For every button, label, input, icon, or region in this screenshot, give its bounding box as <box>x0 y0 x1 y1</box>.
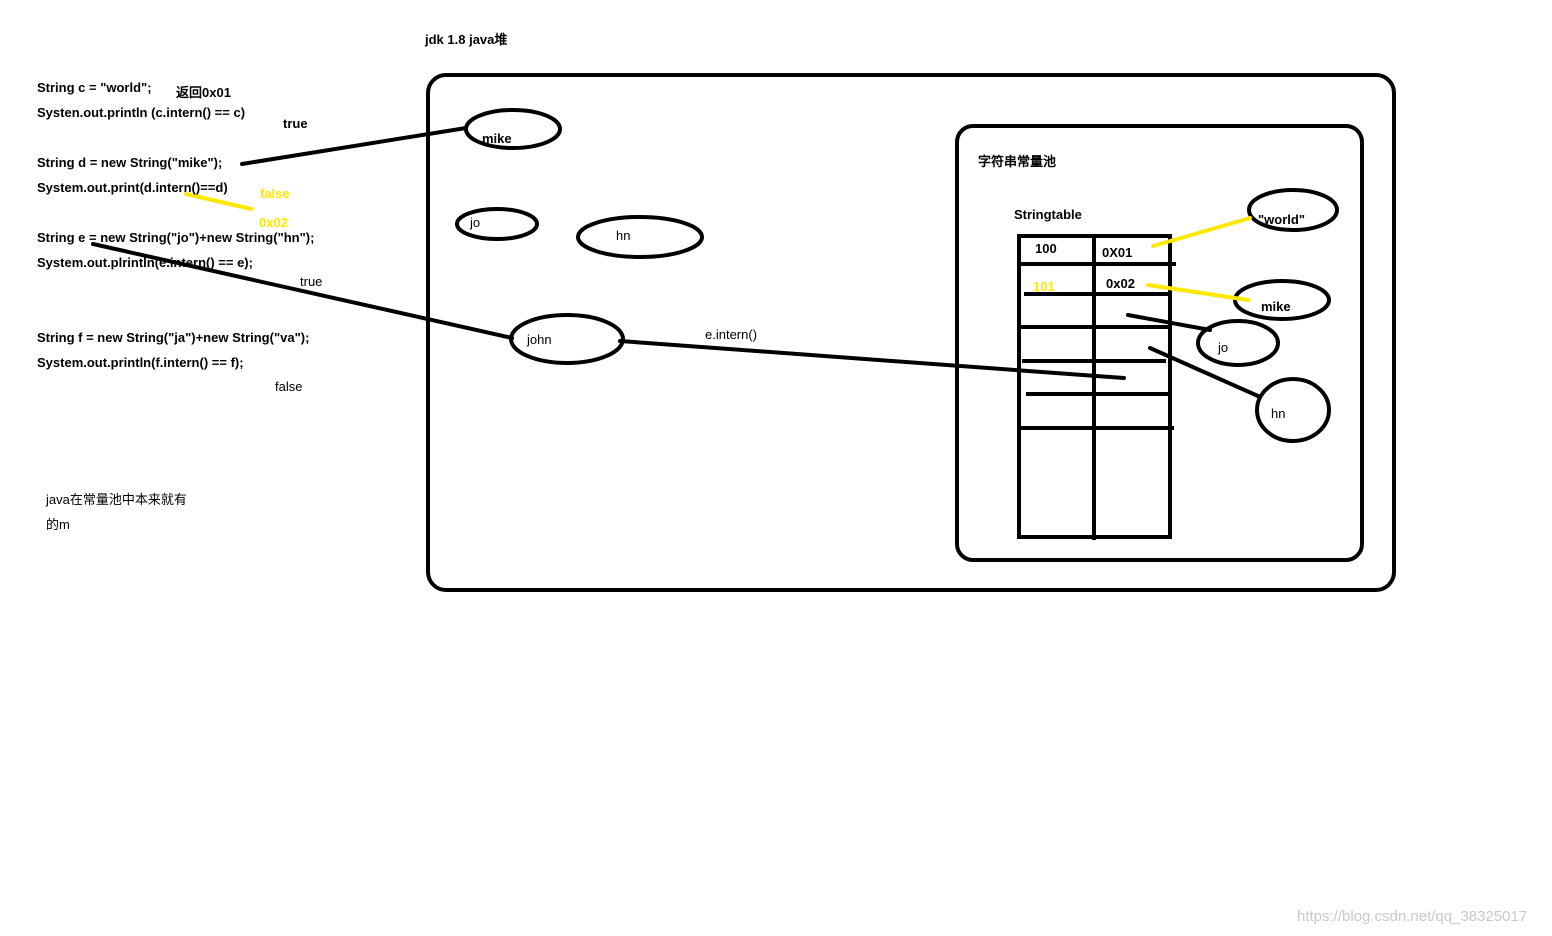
table-row1-value: 0X01 <box>1102 245 1133 260</box>
heap-title: jdk 1.8 java堆 <box>425 32 508 47</box>
highlight-lines <box>184 192 1252 302</box>
code-line-3: String d = new String("mike"); <box>37 155 223 170</box>
pool-str-jo <box>1196 319 1280 367</box>
code-line-4: System.out.print(d.intern()==d) <box>37 180 228 195</box>
heap-obj-john-label: john <box>527 332 552 347</box>
pool-str-hn-label: hn <box>1271 406 1286 421</box>
pool-str-mike-label: mike <box>1261 299 1291 314</box>
code-line-5: String e = new String("jo")+new String("… <box>37 230 315 245</box>
note-line-1: java在常量池中本来就有 <box>46 492 187 507</box>
pool-str-hn <box>1255 377 1331 443</box>
reference-lines <box>91 126 1260 398</box>
string-table-grid <box>1017 234 1176 540</box>
heap-obj-hn <box>576 215 704 259</box>
code-line-6: System.out.plrintln(e.intern() == e); <box>37 255 253 270</box>
pool-str-jo-label: jo <box>1218 340 1229 355</box>
string-pool-label: 字符串常量池 <box>978 154 1057 169</box>
note-line-2: 的m <box>46 517 70 532</box>
code-line-8: System.out.println(f.intern() == f); <box>37 355 244 370</box>
watermark: https://blog.csdn.net/qq_38325017 <box>1297 908 1528 925</box>
code-line-8-result: false <box>275 379 303 394</box>
table-row2-key: 101 <box>1033 279 1055 294</box>
pool-str-world-label: "world" <box>1258 212 1305 227</box>
code-line-1: String c = "world"; <box>37 80 152 95</box>
table-row2-value: 0x02 <box>1106 276 1135 291</box>
heap-box <box>426 73 1396 592</box>
code-line-2: Systen.out.println (c.intern() == c) <box>37 105 246 120</box>
pool-str-world <box>1247 188 1339 232</box>
intern-arrow-label: e.intern() <box>705 327 758 342</box>
heap-obj-hn-label: hn <box>616 228 631 243</box>
code-line-7: String f = new String("ja")+new String("… <box>37 330 310 345</box>
string-table-label: Stringtable <box>1014 207 1082 222</box>
code-line-4-result: false <box>260 186 290 201</box>
table-row1-key: 100 <box>1035 241 1057 256</box>
code-line-6-result: true <box>300 274 323 289</box>
heap-obj-mike-label: mike <box>482 131 512 146</box>
string-pool-box <box>955 124 1364 562</box>
heap-obj-jo <box>455 207 539 241</box>
heap-obj-mike <box>464 108 562 150</box>
code-line-1-note: 返回0x01 <box>176 85 231 100</box>
heap-obj-jo-label: jo <box>470 215 481 230</box>
code-line-2-result: true <box>283 116 308 131</box>
code-line-4-address: 0x02 <box>259 215 288 230</box>
